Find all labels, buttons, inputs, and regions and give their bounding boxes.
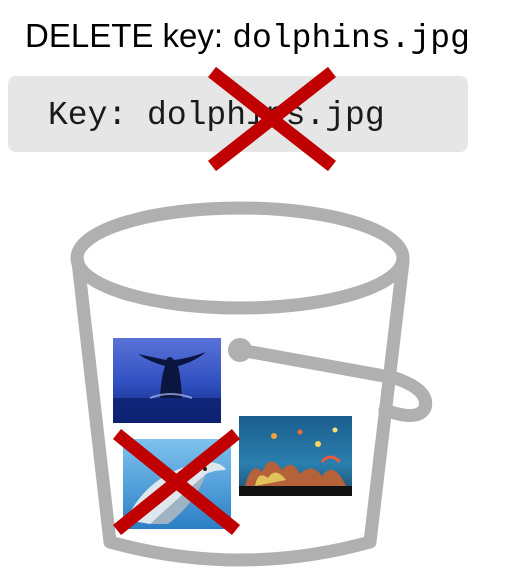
- bucket-handle-knob: [228, 338, 252, 362]
- bucket-body: [71, 255, 410, 567]
- whale-tail-image: [113, 338, 221, 423]
- title-prefix: DELETE key:: [25, 17, 233, 54]
- title-filename: dolphins.jpg: [232, 20, 470, 57]
- key-delete-cross-icon: [207, 66, 337, 172]
- bucket-rim: [70, 201, 410, 315]
- key-box-label: Key: dolphins.jpg: [48, 97, 385, 134]
- aquarium-image: [239, 416, 352, 496]
- bucket-icon: [70, 201, 433, 567]
- dolphin-delete-cross-icon: [112, 428, 241, 536]
- page-title: DELETE key: dolphins.jpg: [25, 14, 470, 61]
- bucket-handle: [233, 343, 433, 422]
